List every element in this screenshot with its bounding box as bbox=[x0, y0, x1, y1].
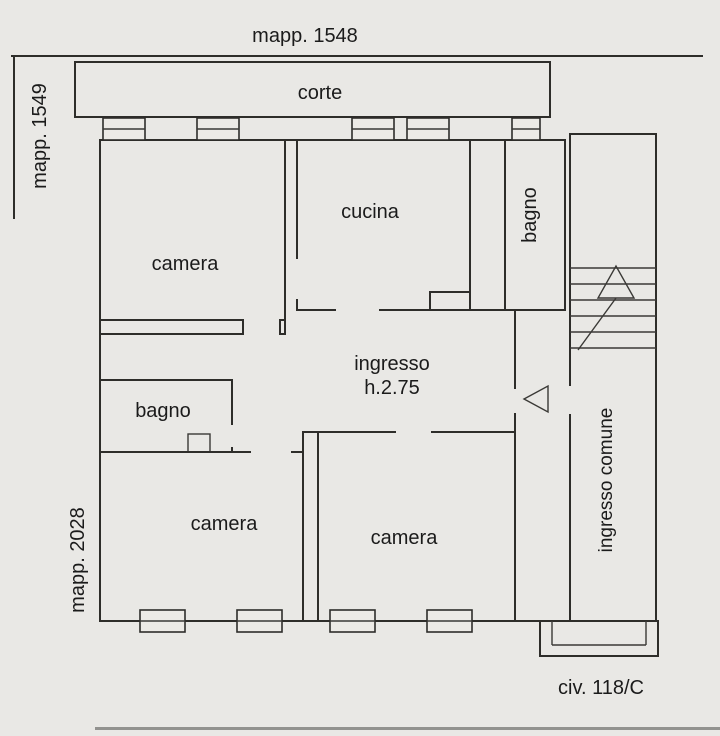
label-bagno-left: bagno bbox=[135, 400, 191, 422]
apartment-interior-walls bbox=[99, 139, 566, 622]
parcel-boundary-lines bbox=[11, 55, 703, 219]
stair-treads bbox=[570, 267, 656, 349]
label-ingresso-comune: ingresso comune bbox=[596, 408, 617, 553]
label-camera-bottom-center: camera bbox=[371, 527, 439, 549]
label-mapp-1548: mapp. 1548 bbox=[252, 25, 358, 47]
stairwell-walls bbox=[569, 133, 657, 622]
label-mapp-1549: mapp. 1549 bbox=[29, 83, 51, 189]
window-symbol bbox=[139, 609, 186, 633]
window-symbols-top bbox=[102, 117, 541, 141]
entrance-door-swing bbox=[522, 384, 549, 414]
label-camera-top-left: camera bbox=[152, 253, 220, 275]
window-symbol bbox=[406, 117, 450, 141]
scan-artifact-line bbox=[95, 727, 720, 730]
window-symbol bbox=[196, 117, 240, 141]
corte-outline bbox=[74, 61, 551, 118]
label-civico: civ. 118/C bbox=[558, 677, 644, 699]
window-symbol bbox=[102, 117, 146, 141]
label-camera-bottom-left: camera bbox=[191, 513, 259, 535]
label-cucina: cucina bbox=[341, 201, 400, 223]
window-symbol bbox=[426, 609, 473, 633]
label-ingresso: ingresso bbox=[354, 353, 430, 375]
window-symbol bbox=[329, 609, 376, 633]
window-symbol bbox=[511, 117, 541, 141]
label-corte: corte bbox=[298, 82, 342, 104]
stair-direction-arrow bbox=[577, 264, 636, 351]
window-symbol bbox=[236, 609, 283, 633]
label-bagno-right: bagno bbox=[519, 187, 541, 243]
label-mapp-2028: mapp. 2028 bbox=[67, 507, 89, 613]
label-ingresso-height: h.2.75 bbox=[364, 377, 420, 399]
window-symbols-bottom bbox=[139, 609, 473, 633]
porch-steps bbox=[539, 620, 659, 657]
window-symbol bbox=[351, 117, 395, 141]
